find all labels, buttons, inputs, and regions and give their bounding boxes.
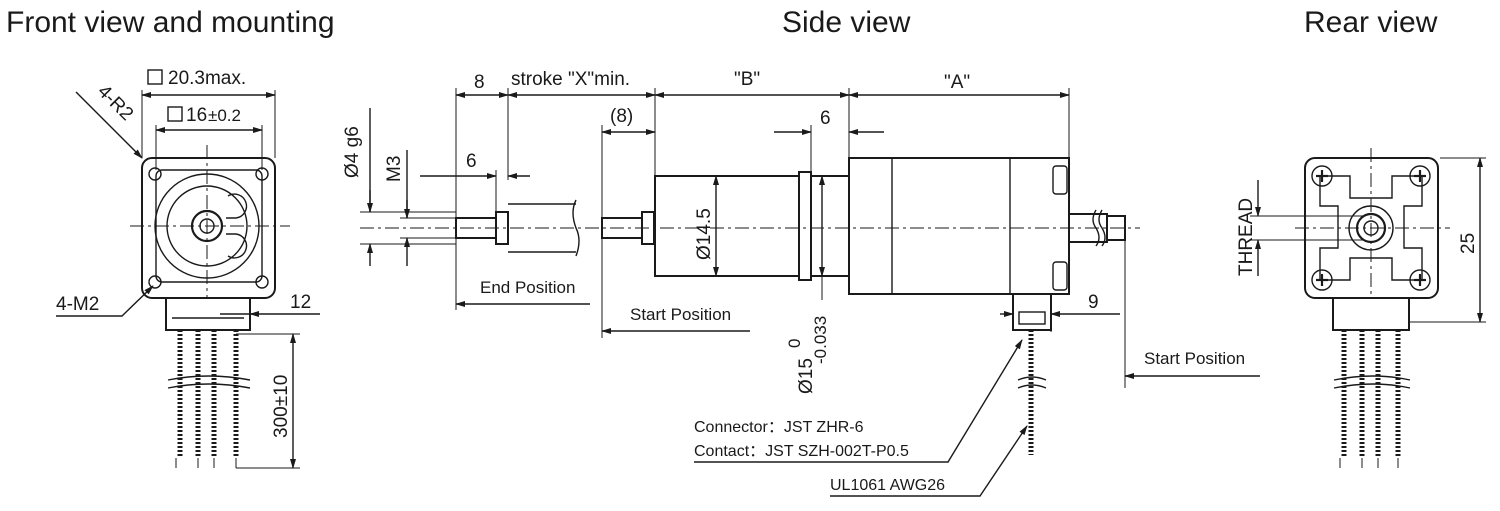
dim-6-shaft-label: 6: [466, 151, 477, 172]
flange-diameter-label: Ø15: [796, 358, 817, 394]
square-symbol-outer: [147, 69, 163, 85]
rear-screw-tr: [1409, 165, 1431, 187]
mount-hole-br: [255, 275, 269, 289]
mount-hole-tl: [148, 167, 162, 181]
stroke-label: stroke "X"min.: [511, 69, 630, 90]
rear-height-label: 25: [1458, 233, 1479, 254]
side-view: 8 stroke "X"min. "B" "A" (8) 6 6 Ø4 g6: [342, 69, 1260, 497]
front-wire-break: [167, 375, 251, 389]
shaft-break-left: [572, 199, 580, 257]
side-view-title: Side view: [782, 6, 911, 39]
mount-holes-label: 4-M2: [56, 294, 99, 315]
wire-note: UL1061 AWG26: [830, 477, 945, 494]
lead-length-label: 300±10: [271, 375, 292, 438]
front-outer-size: 20.3max.: [168, 68, 246, 89]
connector-width-label: 12: [290, 292, 311, 313]
rear-view-title: Rear view: [1304, 6, 1438, 39]
connector-note: Connector：JST ZHR-6: [694, 419, 864, 436]
front-inner-size: 16: [186, 105, 207, 126]
front-cutout-bottom: [226, 233, 248, 259]
rear-thread-label: THREAD: [1236, 198, 1257, 276]
body-diameter-label: Ø14.5: [694, 208, 715, 260]
dim-b-label: "B": [734, 69, 760, 90]
side-flange-ring: [798, 171, 812, 281]
side-motor-body: [848, 157, 1070, 295]
rear-screw-br: [1409, 269, 1431, 291]
contact-note: Contact：JST SZH-002T-P0.5: [694, 443, 909, 460]
extended-shaft-body: [508, 203, 576, 253]
flange-tol-lower: -0.033: [811, 316, 830, 364]
rear-screw-bl: [1311, 269, 1333, 291]
start-position-1-label: Start Position: [630, 305, 731, 324]
dim-paren8-label: (8): [610, 106, 633, 127]
mount-hole-bl: [148, 275, 162, 289]
front-motor-body: [141, 157, 276, 299]
dim-6-flange-label: 6: [820, 108, 831, 129]
end-position-label: End Position: [480, 278, 575, 297]
front-view-title: Front view and mounting: [6, 6, 335, 39]
dim-9-label: 9: [1088, 292, 1099, 313]
front-view: 20.3max. 16 ±0.2 4-R2 4-M2 12 300±10: [56, 68, 320, 469]
rear-view: THREAD 25: [1236, 148, 1486, 468]
corner-radius-label: 4-R2: [93, 81, 137, 125]
start-position-2-label: Start Position: [1144, 349, 1245, 368]
side-body-front: [654, 175, 800, 277]
dim-8-label: 8: [474, 72, 485, 93]
rear-screw-tl: [1311, 165, 1333, 187]
square-symbol-inner: [167, 106, 183, 122]
thread-m3-label: M3: [384, 156, 405, 182]
rear-connector: [1332, 297, 1410, 331]
shaft-diameter-label: Ø4 g6: [342, 126, 363, 178]
flange-tol-upper: 0: [785, 339, 804, 348]
front-inner-tolerance: ±0.2: [208, 106, 241, 125]
front-cutout-top: [226, 193, 248, 219]
dim-a-label: "A": [944, 72, 970, 93]
side-flange: [810, 175, 850, 277]
